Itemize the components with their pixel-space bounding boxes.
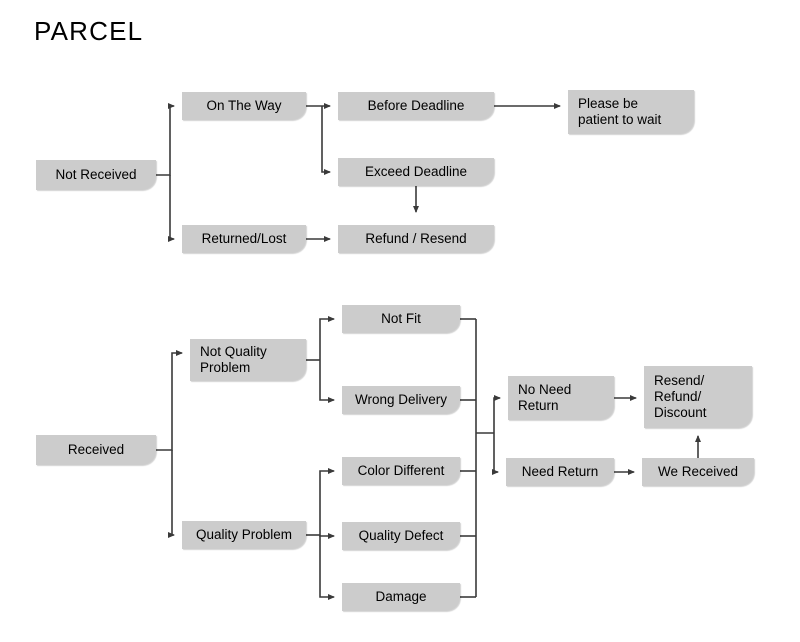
node-resend-refund-discount[interactable]: Resend/ Refund/ Discount bbox=[644, 366, 752, 428]
node-need-return[interactable]: Need Return bbox=[506, 458, 614, 486]
page-title: PARCEL bbox=[34, 16, 144, 46]
node-no-need-return[interactable]: No Need Return bbox=[508, 376, 614, 420]
edge-received-to-quality-problem bbox=[168, 450, 175, 538]
node-exceed-deadline[interactable]: Exceed Deadline bbox=[338, 158, 494, 186]
node-returned-lost[interactable]: Returned/Lost bbox=[182, 225, 306, 253]
node-not-quality-problem[interactable]: Not Quality Problem bbox=[190, 339, 306, 381]
node-quality-defect[interactable]: Quality Defect bbox=[342, 522, 460, 550]
edge-not-quality-problem-to-wrong-delivery bbox=[319, 360, 335, 403]
edge-not-quality-problem-to-not-fit bbox=[319, 316, 335, 360]
node-on-the-way[interactable]: On The Way bbox=[182, 92, 306, 120]
edge-issues-to-no-need-return bbox=[493, 395, 501, 433]
edge-issues-to-need-return bbox=[492, 433, 499, 475]
edge-quality-problem-to-color-different bbox=[319, 468, 335, 535]
edge-not-received-to-returned-lost bbox=[168, 175, 175, 242]
edge-not-received-to-on-the-way bbox=[156, 103, 175, 176]
node-quality-problem[interactable]: Quality Problem bbox=[182, 521, 306, 549]
node-not-received[interactable]: Not Received bbox=[36, 160, 156, 190]
edge-received-to-not-quality-problem bbox=[156, 350, 183, 451]
node-wrong-delivery[interactable]: Wrong Delivery bbox=[342, 386, 460, 414]
edge-on-the-way-to-exceed-deadline bbox=[321, 106, 331, 175]
node-not-fit[interactable]: Not Fit bbox=[342, 305, 460, 333]
node-received[interactable]: Received bbox=[36, 435, 156, 465]
node-before-deadline[interactable]: Before Deadline bbox=[338, 92, 494, 120]
node-we-received[interactable]: We Received bbox=[642, 458, 754, 486]
node-refund-resend[interactable]: Refund / Resend bbox=[338, 225, 494, 253]
node-damage[interactable]: Damage bbox=[342, 583, 460, 611]
edge-quality-problem-to-quality-defect bbox=[319, 533, 335, 539]
node-please-be-patient[interactable]: Please be patient to wait bbox=[568, 90, 694, 134]
node-color-different[interactable]: Color Different bbox=[342, 457, 460, 485]
edge-quality-problem-to-damage bbox=[319, 535, 335, 600]
